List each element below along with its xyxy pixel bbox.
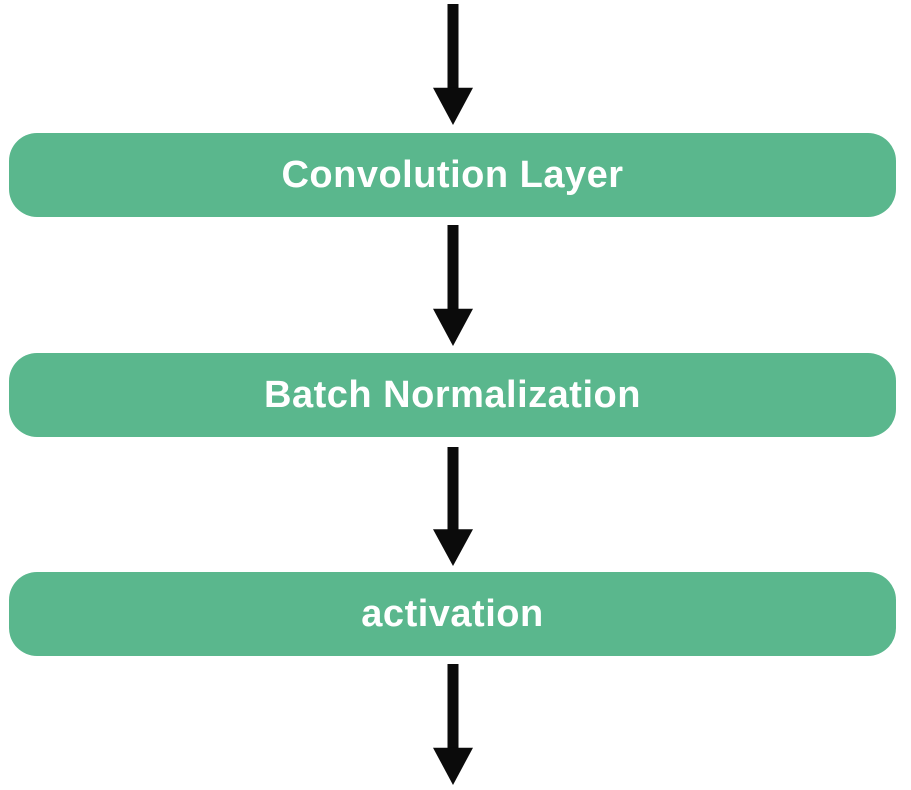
node-batch-normalization-label: Batch Normalization: [264, 373, 641, 416]
down-arrow-icon: [433, 225, 473, 346]
down-arrow-icon: [433, 4, 473, 125]
node-batch-normalization: Batch Normalization: [9, 353, 896, 437]
node-convolution-layer: Convolution Layer: [9, 133, 896, 217]
down-arrow-icon: [433, 447, 473, 566]
node-convolution-layer-label: Convolution Layer: [281, 153, 624, 196]
node-activation: activation: [9, 572, 896, 656]
node-activation-label: activation: [361, 592, 544, 635]
down-arrow-icon: [433, 664, 473, 785]
